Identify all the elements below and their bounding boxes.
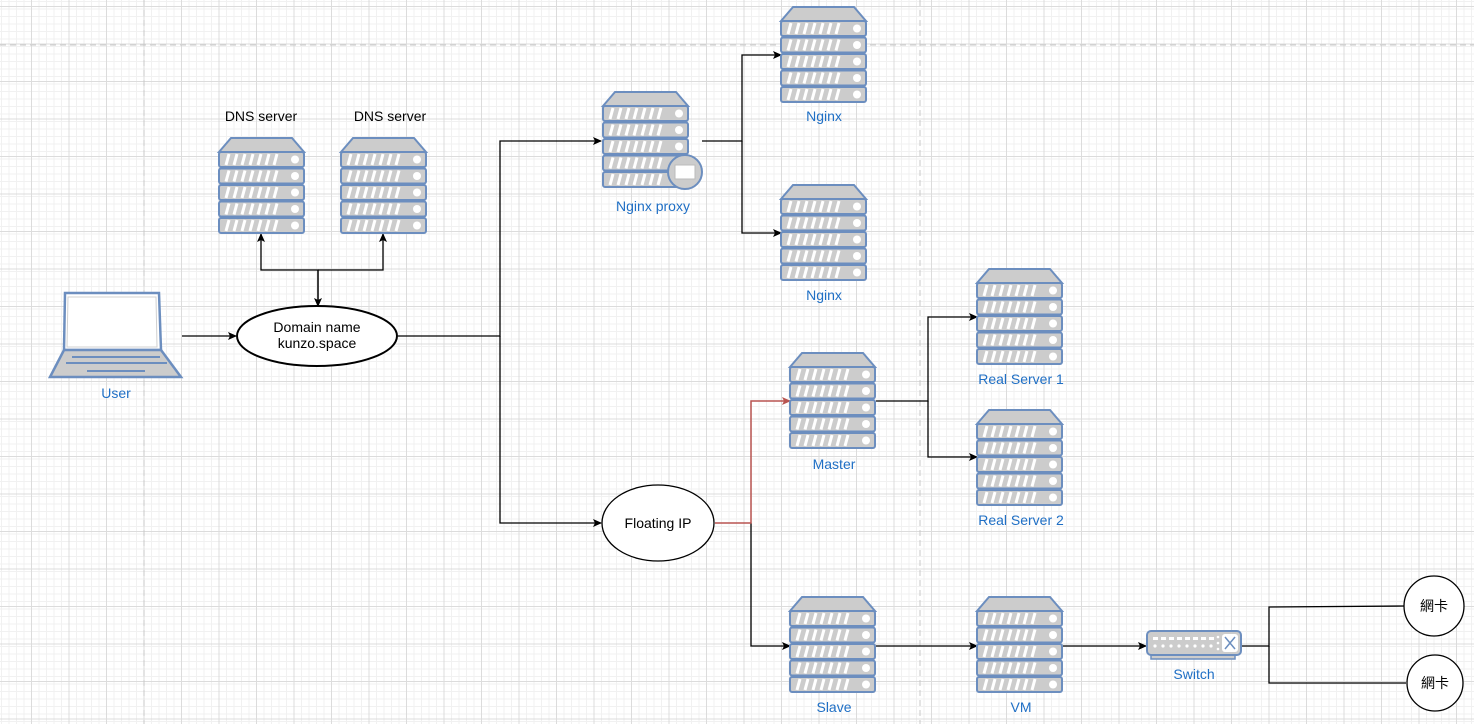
edge-proxy-nginx2[interactable] <box>741 141 782 237</box>
real-server-2-label: Real Server 2 <box>978 512 1064 528</box>
master-server-icon[interactable] <box>790 353 875 448</box>
floating-ip-node[interactable] <box>601 484 715 562</box>
dns-server-2-label: DNS server <box>353 108 427 124</box>
edge-domain-nginx-proxy[interactable] <box>398 137 602 337</box>
dns-server-1-label: DNS server <box>224 108 298 124</box>
edge-domain-floating-ip[interactable] <box>499 336 602 527</box>
real-server-1-label: Real Server 1 <box>978 371 1064 387</box>
edge-floating-master[interactable] <box>715 397 791 524</box>
edge-floating-slave[interactable] <box>750 523 791 650</box>
nic-2-node[interactable] <box>1406 654 1464 712</box>
slave-label: Slave <box>816 699 852 715</box>
nginx-1-label: Nginx <box>806 108 842 124</box>
nginx-2-label: Nginx <box>806 287 842 303</box>
nginx-1-server-icon[interactable] <box>781 7 866 102</box>
dns-server-2-icon[interactable] <box>341 138 426 233</box>
dns-server-1-icon[interactable] <box>219 138 304 233</box>
domain-name-node[interactable] <box>236 305 398 367</box>
real-server-1-icon[interactable] <box>977 269 1062 364</box>
vm-server-icon[interactable] <box>977 597 1062 692</box>
nginx-2-server-icon[interactable] <box>781 185 866 280</box>
laptop-icon[interactable] <box>47 291 184 379</box>
proxy-badge-icon <box>667 154 703 190</box>
user-label: User <box>101 385 131 401</box>
edge-master-real2[interactable] <box>927 401 978 461</box>
edge-switch-nic2[interactable] <box>1268 646 1406 684</box>
edge-domain-dns1[interactable] <box>257 233 319 306</box>
domain-name-line2: kunzo.space <box>277 335 357 351</box>
domain-name-label: Domain name kunzo.space <box>273 319 360 351</box>
real-server-2-icon[interactable] <box>977 410 1062 505</box>
switch-label: Switch <box>1173 666 1215 682</box>
nginx-proxy-label: Nginx proxy <box>616 198 690 214</box>
edge-domain-dns2[interactable] <box>318 233 387 271</box>
nic-1-node[interactable] <box>1403 575 1465 637</box>
vm-label: VM <box>1010 699 1032 715</box>
switch-icon[interactable] <box>1146 630 1242 660</box>
edge-switch-nic1[interactable] <box>1241 605 1405 647</box>
nic-1-label: 網卡 <box>1420 598 1448 614</box>
nic-2-label: 網卡 <box>1421 675 1449 691</box>
edge-proxy-nginx1[interactable] <box>702 51 782 142</box>
floating-ip-label: Floating IP <box>624 515 692 531</box>
domain-name-line1: Domain name <box>273 319 361 335</box>
slave-server-icon[interactable] <box>790 597 875 692</box>
master-label: Master <box>812 456 856 472</box>
edge-master-real1[interactable] <box>876 313 978 402</box>
